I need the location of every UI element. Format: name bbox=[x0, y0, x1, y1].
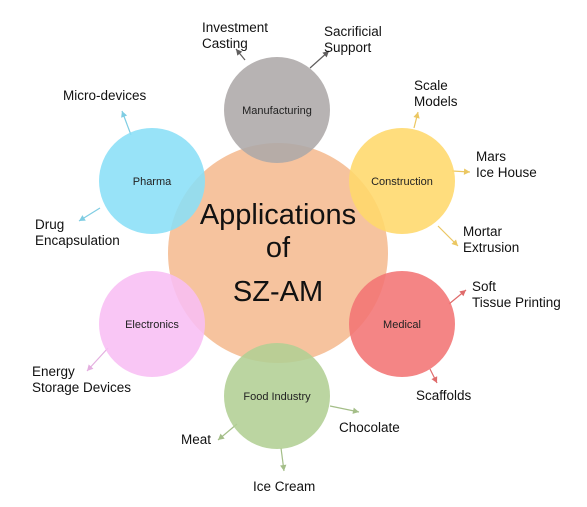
sacrificial-support-label-line2: Support bbox=[324, 40, 372, 55]
soft-tissue-printing-label-line2: Tissue Printing bbox=[472, 295, 561, 310]
food-industry-circle bbox=[224, 343, 330, 449]
scale-models-label-line2: Models bbox=[414, 94, 458, 109]
mars-ice-house-label-line2: Ice House bbox=[476, 165, 537, 180]
center-title-line1: Applications bbox=[200, 199, 356, 231]
scaffolds-arrowhead bbox=[431, 376, 438, 383]
electronics-circle bbox=[99, 271, 205, 377]
scaffolds-label-line1: Scaffolds bbox=[416, 388, 472, 403]
investment-casting-label-line1: Investment bbox=[202, 20, 268, 35]
scale-models-label-line1: Scale bbox=[414, 78, 448, 93]
drug-encapsulation-arrowhead bbox=[79, 215, 86, 221]
arrows-layer bbox=[78, 48, 471, 472]
center-title-line3: SZ-AM bbox=[233, 276, 323, 308]
construction-circle bbox=[349, 128, 455, 234]
pharma-label: Pharma bbox=[133, 176, 172, 188]
construction-label: Construction bbox=[371, 176, 433, 188]
center-title-line2: of bbox=[266, 232, 291, 264]
sacrificial-support-label-line1: Sacrificial bbox=[324, 24, 382, 39]
chocolate-label-line1: Chocolate bbox=[339, 420, 400, 435]
pharma-circle bbox=[99, 128, 205, 234]
center-circle bbox=[168, 143, 388, 363]
sacrificial-support-arrowhead bbox=[322, 51, 329, 58]
node-layer bbox=[99, 57, 455, 449]
manufacturing-circle bbox=[224, 57, 330, 163]
energy-storage-devices-arrowhead bbox=[87, 364, 94, 371]
drug-encapsulation-label-line2: Encapsulation bbox=[35, 233, 120, 248]
food-industry-label: Food Industry bbox=[243, 391, 311, 403]
meat-arrowhead bbox=[218, 433, 225, 440]
mars-ice-house-arrowhead bbox=[463, 168, 470, 175]
micro-devices-label-line1: Micro-devices bbox=[63, 88, 147, 103]
energy-storage-devices-label-line1: Energy bbox=[32, 364, 75, 379]
micro-devices-arrowhead bbox=[121, 111, 128, 118]
investment-casting-arrowhead bbox=[236, 49, 243, 56]
drug-encapsulation-label-line1: Drug bbox=[35, 217, 64, 232]
manufacturing-label: Manufacturing bbox=[242, 105, 312, 117]
investment-casting-label-line2: Casting bbox=[202, 36, 248, 51]
mars-ice-house-label-line1: Mars bbox=[476, 149, 506, 164]
mortar-extrusion-label-line1: Mortar bbox=[463, 224, 503, 239]
soft-tissue-printing-arrowhead bbox=[459, 290, 466, 297]
medical-label: Medical bbox=[383, 319, 421, 331]
medical-circle bbox=[349, 271, 455, 377]
ice-cream-label-line1: Ice Cream bbox=[253, 479, 315, 494]
ice-cream-arrowhead bbox=[280, 464, 287, 471]
scale-models-arrowhead bbox=[413, 112, 420, 119]
electronics-label: Electronics bbox=[125, 319, 179, 331]
energy-storage-devices-label-line2: Storage Devices bbox=[32, 380, 131, 395]
meat-label-line1: Meat bbox=[181, 432, 211, 447]
soft-tissue-printing-label-line1: Soft bbox=[472, 279, 496, 294]
mortar-extrusion-label-line2: Extrusion bbox=[463, 240, 519, 255]
chocolate-arrowhead bbox=[352, 407, 359, 414]
mortar-extrusion-arrowhead bbox=[451, 239, 458, 246]
